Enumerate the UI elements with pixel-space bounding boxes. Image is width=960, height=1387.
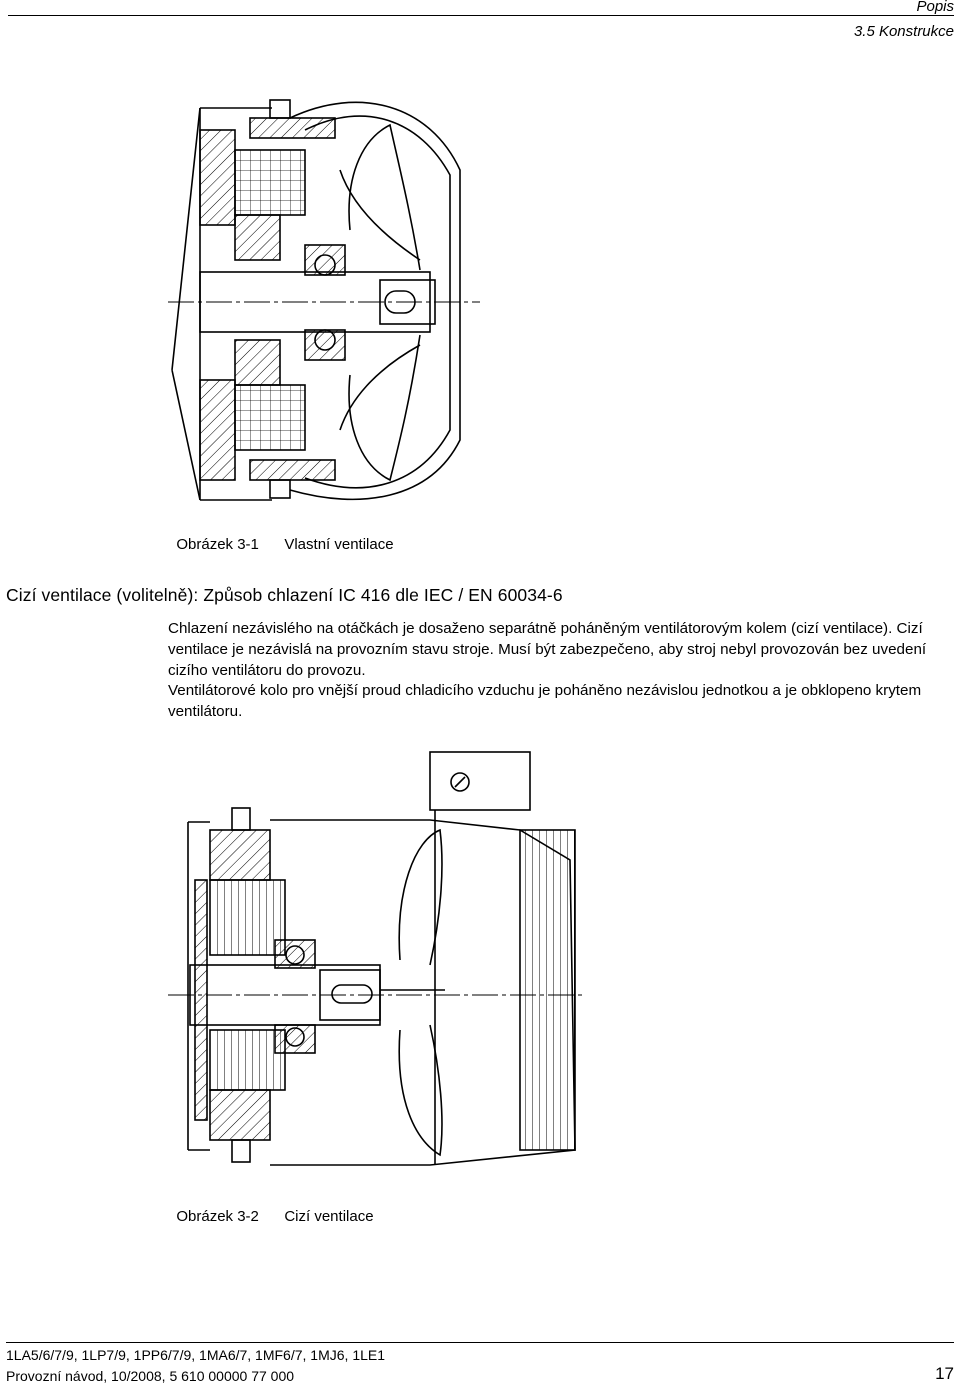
header-rule xyxy=(8,15,954,16)
figure2-caption: Obrázek 3-2 Cizí ventilace xyxy=(168,1191,374,1225)
figure1-caption-text: Vlastní ventilace xyxy=(284,536,394,553)
section-heading: Cizí ventilace (volitelně): Způsob chlaz… xyxy=(6,585,563,605)
figure1-number: Obrázek 3-1 xyxy=(176,536,259,553)
footer-document: Provozní návod, 10/2008, 5 610 00000 77 … xyxy=(6,1368,295,1384)
paragraph-2: Ventilátorové kolo pro vnější proud chla… xyxy=(168,682,922,721)
footer-rule xyxy=(6,1342,954,1343)
paragraph-1: Chlazení nezávislého na otáčkách je dosa… xyxy=(168,620,927,679)
figure1-caption: Obrázek 3-1 Vlastní ventilace xyxy=(168,519,394,553)
figure2-number: Obrázek 3-2 xyxy=(176,1208,259,1225)
page-number: 17 xyxy=(935,1364,954,1383)
footer-models: 1LA5/6/7/9, 1LP7/9, 1PP6/7/9, 1MA6/7, 1M… xyxy=(6,1347,386,1363)
section-body: Chlazení nezávislého na otáčkách je dosa… xyxy=(168,619,958,723)
header-subsection: 3.5 Konstrukce xyxy=(853,23,954,40)
figure2-caption-text: Cizí ventilace xyxy=(284,1208,374,1225)
header-section: Popis xyxy=(916,0,954,15)
